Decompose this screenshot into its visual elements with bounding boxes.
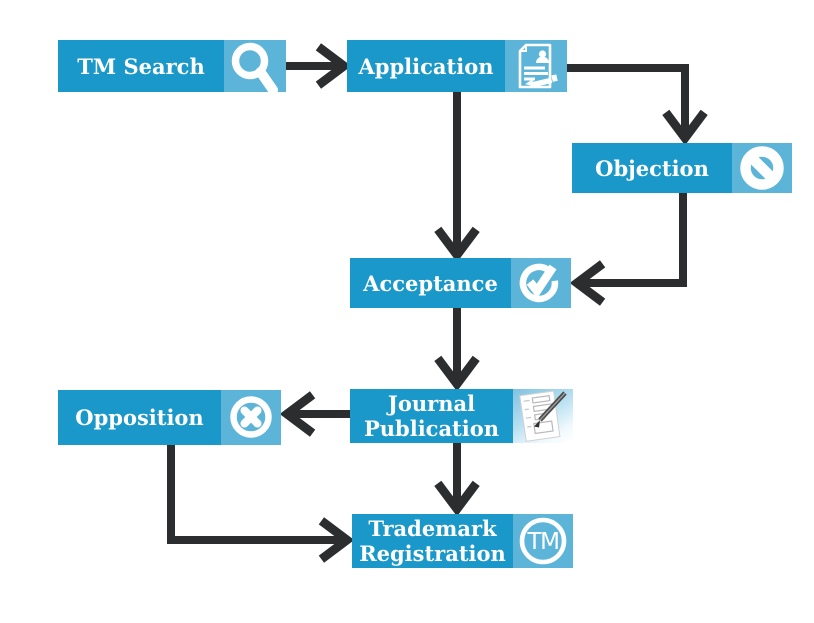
- cross-circle-icon: [221, 390, 281, 445]
- node-tm-search: TM Search: [58, 40, 286, 95]
- node-label-acceptance: Acceptance: [363, 270, 498, 296]
- trademark-tm-circle-icon: TM: [513, 514, 573, 568]
- arrow-application-to-objection: [567, 64, 708, 146]
- arrow-objection-to-acceptance: [569, 192, 687, 306]
- node-label-trademark-registration: Trademark Registration: [359, 516, 506, 566]
- node-objection: Objection: [572, 143, 792, 193]
- node-label-application: Application: [358, 53, 494, 79]
- node-label-tm-search: TM Search: [77, 53, 205, 79]
- node-application: Application: [347, 40, 567, 92]
- check-circle-icon: [511, 258, 571, 308]
- node-label-opposition: Opposition: [75, 405, 204, 430]
- prohibition-icon: [732, 143, 792, 193]
- tm-icon-text: TM: [527, 529, 559, 555]
- node-opposition: Opposition: [58, 390, 281, 445]
- node-acceptance: Acceptance: [350, 258, 571, 308]
- node-journal-publication: Journal Publication: [350, 389, 573, 443]
- node-trademark-registration: Trademark Registration TM: [352, 514, 573, 568]
- arrow-opposition-to-trademark: [167, 445, 355, 563]
- node-label-objection: Objection: [595, 155, 709, 181]
- search-icon: [224, 40, 286, 95]
- journal-form-pen-icon: [513, 389, 573, 443]
- node-label-journal-publication: Journal Publication: [363, 391, 500, 441]
- application-document-icon: [505, 40, 567, 92]
